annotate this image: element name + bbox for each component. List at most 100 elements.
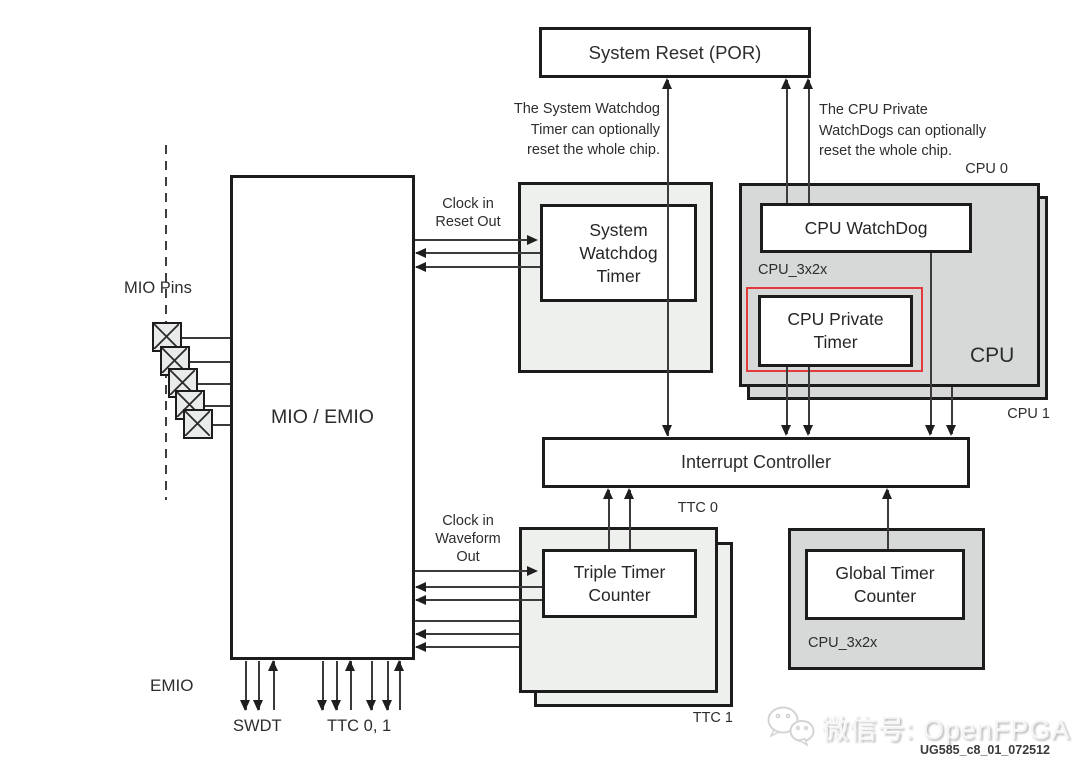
connector-line: [178, 337, 230, 339]
system-reset-box: System Reset (POR): [539, 27, 811, 78]
cpu-watchdog-reset-note: The CPU Private WatchDogs can optionally…: [819, 102, 987, 159]
arrowhead-up: [803, 78, 813, 89]
connector-line: [416, 586, 542, 588]
connector-line: [786, 367, 788, 434]
connector-line: [322, 661, 324, 710]
connector-line: [887, 490, 889, 549]
arrowhead-down: [317, 700, 327, 711]
connector-line: [399, 661, 401, 710]
arrowhead-up: [394, 660, 404, 671]
swdt-pins-label: SWDT: [233, 717, 282, 735]
arrowhead-left: [415, 595, 426, 605]
swdt-clock-in-label: Clock in: [442, 196, 494, 212]
arrowhead-up: [345, 660, 355, 671]
arrowhead-up: [662, 78, 672, 89]
arrowhead-down: [331, 700, 341, 711]
arrowhead-down: [662, 425, 672, 436]
connector-line: [350, 661, 352, 710]
mio-pin-icon: [183, 409, 213, 439]
emio-label: EMIO: [150, 676, 194, 695]
ttc0-label: TTC 0: [677, 500, 718, 516]
arrowhead-right: [527, 566, 538, 576]
connector-line: [786, 80, 788, 203]
connector-line: [415, 239, 536, 241]
watermark-text: 微信号: OpenFPGA: [822, 715, 1071, 745]
figure-id: UG585_c8_01_072512: [920, 743, 1050, 757]
connector-line: [336, 661, 338, 710]
connector-line: [416, 266, 540, 268]
arrowhead-up: [624, 488, 634, 499]
arrowhead-up: [882, 488, 892, 499]
arrowhead-down: [925, 425, 935, 436]
arrowhead-down: [253, 700, 263, 711]
connector-line: [371, 661, 373, 710]
global-timer-counter-label: Global Timer Counter: [835, 562, 935, 606]
connector-line: [416, 599, 542, 601]
connector-line: [416, 646, 519, 648]
connector-line: [930, 253, 932, 434]
cpu-watchdog-box: CPU WatchDog: [760, 203, 972, 253]
cpu-watchdog-label: CPU WatchDog: [804, 217, 928, 238]
wechat-icon: [767, 706, 815, 747]
connector-line: [608, 490, 610, 549]
cpu-bus-label: CPU_3x2x: [758, 262, 828, 278]
arrowhead-left: [415, 582, 426, 592]
arrowhead-down: [240, 700, 250, 711]
system-reset-label: System Reset (POR): [588, 41, 762, 63]
arrowhead-left: [415, 629, 426, 639]
connector-line: [667, 80, 669, 436]
arrowhead-up: [781, 78, 791, 89]
triple-timer-counter-box: Triple Timer Counter: [542, 549, 697, 618]
arrowhead-down: [946, 425, 956, 436]
arrowhead-down: [366, 700, 376, 711]
connector-line: [416, 633, 519, 635]
interrupt-controller-label: Interrupt Controller: [680, 452, 832, 472]
arrowhead-left: [415, 262, 426, 272]
mio-pins-label: MIO Pins: [124, 279, 192, 297]
arrowhead-down: [382, 700, 392, 711]
connector-line: [258, 661, 260, 710]
arrowhead-down: [781, 425, 791, 436]
cpu-private-timer-box: CPU Private Timer: [758, 295, 913, 367]
mio-emio-label: MIO / EMIO: [271, 406, 374, 428]
connector-line: [629, 490, 631, 549]
system-watchdog-timer-label: System Watchdog Timer: [579, 219, 658, 286]
swdt-reset-out-label: Reset Out: [435, 214, 501, 230]
system-watchdog-timer-box: System Watchdog Timer: [540, 204, 697, 302]
cpu-label: CPU: [970, 344, 1015, 367]
cpu-private-timer-label: CPU Private Timer: [787, 309, 884, 352]
ttc-pins-label: TTC 0, 1: [327, 717, 392, 735]
cpu0-label: CPU 0: [965, 161, 1008, 177]
connector-line: [416, 252, 540, 254]
connector-line: [273, 661, 275, 710]
ttc-waveform-label: Waveform: [435, 531, 501, 547]
arrowhead-up: [268, 660, 278, 671]
ttc-out-label: Out: [456, 549, 480, 565]
connector-line: [186, 361, 230, 363]
connector-line: [415, 620, 519, 622]
connector-line: [245, 661, 247, 710]
interrupt-controller-box: Interrupt Controller: [542, 437, 970, 488]
global-timer-counter-box: Global Timer Counter: [805, 549, 965, 620]
arrowhead-left: [415, 642, 426, 652]
connector-line: [415, 570, 536, 572]
arrowhead-right: [527, 235, 538, 245]
arrowhead-left: [415, 248, 426, 258]
arrowhead-down: [803, 425, 813, 436]
ttc1-label: TTC 1: [692, 710, 733, 726]
swdt-reset-note: The System Watchdog Timer can optionally…: [513, 101, 660, 158]
connector-line: [808, 80, 810, 203]
connector-line: [951, 387, 953, 434]
mio-pin-icon: [175, 390, 205, 420]
connector-line: [209, 424, 230, 426]
connector-line: [387, 661, 389, 710]
ttc-clock-in-label: Clock in: [442, 513, 494, 529]
connector-line: [193, 383, 230, 385]
gtc-bus-label: CPU_3x2x: [808, 635, 878, 651]
arrowhead-up: [603, 488, 613, 499]
connector-line: [201, 405, 230, 407]
cpu1-label: CPU 1: [1007, 406, 1050, 422]
cpu-private-timer-highlight: [746, 287, 923, 372]
connector-line: [808, 367, 810, 434]
